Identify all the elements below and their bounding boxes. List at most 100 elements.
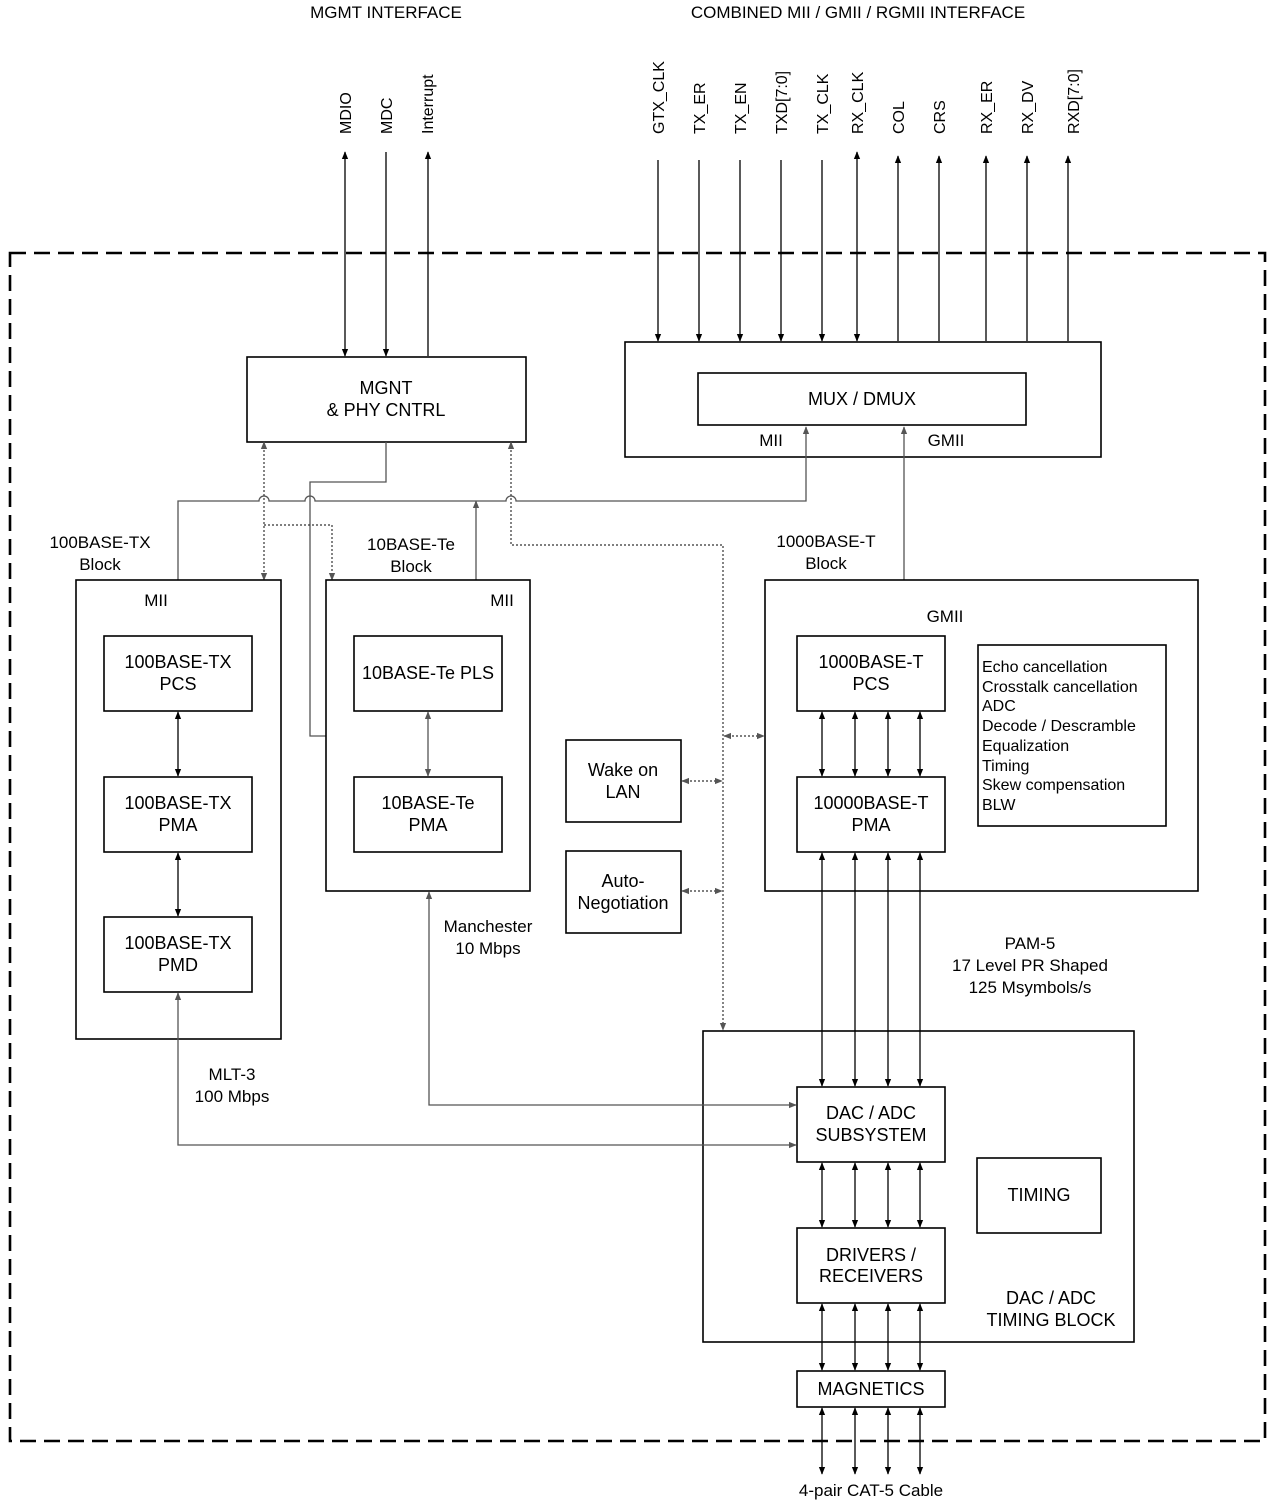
pin-label-rx-clk: RX_CLK [850, 71, 867, 134]
auto-negotiation-label-2: Negotiation [577, 893, 668, 913]
tx-pcs-box [103, 635, 253, 712]
dac-to-drivers-arrows [818, 1162, 924, 1228]
auto-negotiation-box [565, 850, 682, 934]
tx-pcs-label-1: 100BASE-TX [124, 652, 231, 672]
t-gmii-label: GMII [927, 607, 964, 626]
wake-on-lan-box [565, 739, 682, 823]
pam5-label-3: 125 Msymbols/s [969, 978, 1092, 997]
t-features-box [977, 644, 1167, 827]
mux-dmux-box [697, 372, 1027, 426]
pam5-label-1: PAM-5 [1005, 934, 1056, 953]
tx-pma-label-2: PMA [158, 815, 197, 835]
tx-block-title-1: 100BASE-TX [49, 533, 150, 552]
timing-box [976, 1157, 1102, 1234]
dac-block-title-2: TIMING BLOCK [986, 1310, 1115, 1330]
te-block-title-2: Block [390, 557, 432, 576]
te-block-title-1: 10BASE-Te [367, 535, 455, 554]
feature-item: Timing [982, 758, 1029, 775]
timing-label: TIMING [1008, 1185, 1071, 1205]
mgnt-label: MGNT [360, 378, 413, 398]
feature-item: Echo cancellation [982, 659, 1107, 676]
mlt3-label-2: 100 Mbps [195, 1087, 270, 1106]
drivers-receivers-label-2: RECEIVERS [819, 1266, 923, 1286]
tx-block-title-2: Block [79, 555, 121, 574]
cable-arrows [818, 1407, 924, 1475]
magnetics-label: MAGNETICS [817, 1379, 924, 1399]
pin-label-txd: TXD[7:0] [774, 71, 791, 134]
phy-cntrl-label: & PHY CNTRL [327, 400, 446, 420]
mux-dmux-label: MUX / DMUX [808, 389, 916, 409]
tx-pmd-box [103, 916, 253, 993]
pin-label-tx-er: TX_ER [692, 82, 709, 134]
mlt3-label-1: MLT-3 [209, 1065, 256, 1084]
pma-to-dac-arrows [818, 852, 924, 1087]
auto-negotiation-label-1: Auto- [601, 871, 644, 891]
cable-label: 4-pair CAT-5 Cable [799, 1481, 943, 1500]
manchester-label-2: 10 Mbps [455, 939, 520, 958]
combined-interface-header: COMBINED MII / GMII / RGMII INTERFACE [691, 3, 1025, 22]
mgmt-interface-header: MGMT INTERFACE [310, 3, 462, 22]
feature-item: Skew compensation [982, 777, 1125, 794]
te-pma-label-2: PMA [408, 815, 447, 835]
t-block-title-2: Block [805, 554, 847, 573]
t-pcs-label-2: PCS [852, 674, 889, 694]
te-pls-box [353, 635, 503, 712]
t-pma-label-2: PMA [851, 815, 890, 835]
tx-pmd-label-1: 100BASE-TX [124, 933, 231, 953]
mgnt-dac-dotted [507, 441, 727, 1031]
drivers-receivers-label-1: DRIVERS / [826, 1245, 916, 1265]
pam5-label-2: 17 Level PR Shaped [952, 956, 1108, 975]
feature-item: Equalization [982, 738, 1069, 755]
te-pma-label-1: 10BASE-Te [381, 793, 474, 813]
mlt3-path [174, 992, 797, 1149]
magnetics-box [796, 1370, 946, 1408]
pin-label-rxd: RXD[7:0] [1066, 69, 1083, 134]
pin-label-rx-er: RX_ER [979, 81, 996, 134]
tx-pma-box [103, 776, 253, 853]
pin-label-col: COL [891, 101, 908, 134]
t-features-list: Echo cancellation Crosstalk cancellation… [982, 659, 1138, 814]
mgmt-pins: MDIO MDC Interrupt [338, 74, 437, 357]
feature-item: BLW [982, 797, 1016, 814]
dac-adc-subsystem-label-1: DAC / ADC [826, 1103, 916, 1123]
pin-label-crs: CRS [932, 100, 949, 134]
feature-item: Decode / Descramble [982, 718, 1136, 735]
pin-label-tx-en: TX_EN [733, 82, 750, 134]
t-pcs-box [796, 635, 946, 712]
pin-label-tx-clk: TX_CLK [815, 73, 832, 134]
tx-pma-label-1: 100BASE-TX [124, 793, 231, 813]
manchester-label-1: Manchester [444, 917, 533, 936]
te-pls-label: 10BASE-Te PLS [362, 663, 494, 683]
t-block-title-1: 1000BASE-T [776, 532, 875, 551]
t-pcs-label-1: 1000BASE-T [818, 652, 923, 672]
wake-on-lan-label-2: LAN [605, 782, 640, 802]
dac-block-title-1: DAC / ADC [1006, 1288, 1096, 1308]
mii-pins: GTX_CLK TX_ER TX_EN TXD[7:0] TX_CLK RX_C… [651, 61, 1083, 342]
drivers-receivers-box [796, 1227, 946, 1304]
drivers-to-magnetics-arrows [818, 1303, 924, 1371]
dac-adc-subsystem-label-2: SUBSYSTEM [815, 1125, 926, 1145]
pin-label-gtx-clk: GTX_CLK [651, 61, 668, 134]
mgnt-te-dotted [264, 524, 336, 581]
wake-on-lan-label-1: Wake on [588, 760, 658, 780]
mux-gmii-label: GMII [928, 431, 965, 450]
chip-boundary [8, 251, 1267, 1443]
t-pcs-pma-arrows [818, 711, 924, 777]
te-pma-box [353, 776, 503, 853]
tx-mii-label: MII [144, 591, 168, 610]
te-mii-label: MII [490, 591, 514, 610]
feature-item: Crosstalk cancellation [982, 679, 1138, 696]
pin-label-rx-dv: RX_DV [1020, 80, 1037, 134]
t-pma-label-1: 10000BASE-T [813, 793, 928, 813]
pin-label-mdc: MDC [379, 98, 396, 134]
pin-label-interrupt: Interrupt [420, 74, 437, 134]
pin-label-mdio: MDIO [338, 92, 355, 134]
feature-item: ADC [982, 698, 1016, 715]
mux-mii-label: MII [759, 431, 783, 450]
dac-adc-subsystem-box [796, 1086, 946, 1163]
mgnt-control-line [309, 442, 387, 737]
t-pma-box [796, 776, 946, 853]
tx-pcs-label-2: PCS [159, 674, 196, 694]
tx-pmd-label-2: PMD [158, 955, 198, 975]
